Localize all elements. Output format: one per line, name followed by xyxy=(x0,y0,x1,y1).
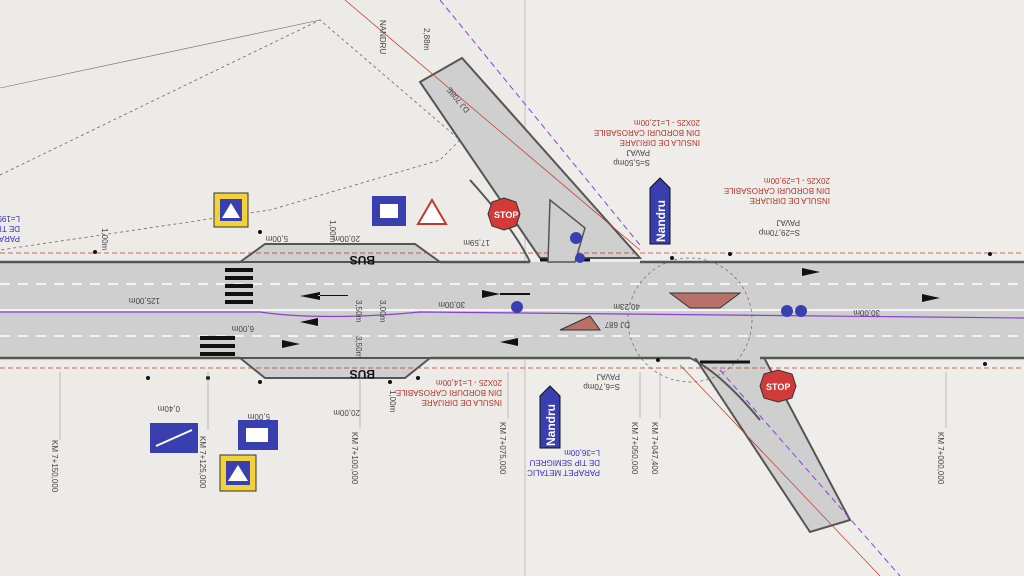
stop-sign-south xyxy=(759,369,797,403)
svg-text:PARAF: PARAF xyxy=(0,234,20,243)
bus-label-lower: BUS xyxy=(350,367,375,381)
property-line xyxy=(0,19,461,251)
svg-text:DIN BORDURI CAROSABILE: DIN BORDURI CAROSABILE xyxy=(724,186,830,195)
svg-text:DE TIP SEMIGREU: DE TIP SEMIGREU xyxy=(529,458,600,467)
annotation-pavaj-3: S=6,70mp PAVAJ xyxy=(583,372,620,391)
alignment-line xyxy=(0,311,1024,319)
alignment-south xyxy=(719,369,901,576)
pedestrian-sign-upper xyxy=(213,192,249,228)
svg-text:125,00m: 125,00m xyxy=(129,296,160,305)
annotation-island-right: INSULA DE DIRIJARE DIN BORDURI CAROSABIL… xyxy=(724,176,830,205)
svg-text:17,59m: 17,59m xyxy=(463,238,490,247)
island-right xyxy=(668,292,742,309)
svg-text:1,00m: 1,00m xyxy=(388,390,397,413)
warning-sign-upper xyxy=(416,198,448,225)
road-name-side: NANDRU xyxy=(378,20,387,54)
svg-text:DIN BORDURI CAROSABILE: DIN BORDURI CAROSABILE xyxy=(396,388,502,397)
annotation-pavaj-1: S=5,50mp PAVAJ xyxy=(613,148,650,167)
annotation-pavaj-2: S=29,70mp PAVAJ xyxy=(758,218,800,237)
svg-text:20X25 - L=29,00m: 20X25 - L=29,00m xyxy=(764,176,830,185)
bus-label-upper: BUS xyxy=(350,253,375,267)
crosswalk-upper xyxy=(225,268,253,304)
svg-text:30,00m: 30,00m xyxy=(438,300,465,309)
svg-text:KM 7+075,000: KM 7+075,000 xyxy=(498,422,507,475)
svg-text:KM 7+150,000: KM 7+150,000 xyxy=(50,440,59,493)
svg-text:5,00m: 5,00m xyxy=(247,412,270,421)
svg-text:3,50m: 3,50m xyxy=(354,336,363,359)
svg-text:DIN BORDURI CAROSABILE: DIN BORDURI CAROSABILE xyxy=(594,128,700,137)
svg-text:PAVAJ: PAVAJ xyxy=(626,148,650,157)
pedestrian-sign-lower xyxy=(219,454,257,492)
annotation-island-upper: INSULA DE DIRIJARE DIN BORDURI CAROSABIL… xyxy=(594,118,700,147)
svg-text:S=5,50mp: S=5,50mp xyxy=(613,158,650,167)
svg-text:20X25 - L=12,00m: 20X25 - L=12,00m xyxy=(634,118,700,127)
svg-text:PAVAJ: PAVAJ xyxy=(596,372,620,381)
dimension-labels: 125,00m 20,00m 5,00m 1,00m 30,00m 40,23m… xyxy=(100,28,880,421)
svg-text:INSULA DE DIRIJARE: INSULA DE DIRIJARE xyxy=(422,398,502,407)
svg-text:1,00m: 1,00m xyxy=(100,228,109,251)
svg-text:20,00m: 20,00m xyxy=(333,408,360,417)
lane-sign-lower xyxy=(150,423,198,453)
svg-text:INSULA DE DIRIJARE: INSULA DE DIRIJARE xyxy=(620,138,700,147)
direction-sign-upper-label: Nandru xyxy=(654,200,668,242)
svg-text:S=29,70mp: S=29,70mp xyxy=(758,228,800,237)
svg-text:6,00m: 6,00m xyxy=(231,324,254,333)
svg-text:KM 7+100,000: KM 7+100,000 xyxy=(350,432,359,485)
chainage-labels: KM 7+150,000 KM 7+125,000 KM 7+100,000 K… xyxy=(50,372,947,493)
svg-text:PARAPET METALIC: PARAPET METALIC xyxy=(527,468,600,477)
svg-text:L=195: L=195 xyxy=(0,214,20,223)
svg-text:KM 7+125,000: KM 7+125,000 xyxy=(198,436,207,489)
direction-sign-lower xyxy=(539,385,561,449)
direction-sign-lower-label: Nandru xyxy=(544,404,558,446)
stop-sign-north xyxy=(487,197,521,231)
svg-text:KM 7+047,400: KM 7+047,400 xyxy=(650,422,659,475)
svg-text:20X25 - L=14,00m: 20X25 - L=14,00m xyxy=(436,378,502,387)
row-line-south xyxy=(679,364,881,576)
island-north xyxy=(547,198,586,263)
svg-text:1,00m: 1,00m xyxy=(328,220,337,243)
lane-arrows xyxy=(282,268,940,348)
svg-text:DE TI: DE TI xyxy=(0,224,20,233)
bus-stop-sign-lower xyxy=(238,420,278,450)
svg-text:KM 7+000,000: KM 7+000,000 xyxy=(936,432,945,485)
alignment-north xyxy=(439,0,641,246)
svg-text:0,40m: 0,40m xyxy=(157,404,180,413)
row-line-north xyxy=(344,0,641,251)
svg-text:20,00m: 20,00m xyxy=(333,234,360,243)
direction-sign-upper xyxy=(649,177,671,245)
annotation-island-lower: INSULA DE DIRIJARE DIN BORDURI CAROSABIL… xyxy=(396,378,502,407)
annotation-parapet: PARAPET METALIC DE TIP SEMIGREU L=36,00m xyxy=(527,448,600,477)
crosswalk-lower xyxy=(200,336,235,356)
turn-arc-2 xyxy=(689,357,761,421)
svg-text:30,00m: 30,00m xyxy=(853,308,880,317)
mandatory-direction-markers xyxy=(511,232,807,317)
svg-text:PAVAJ: PAVAJ xyxy=(776,218,800,227)
bus-stop-sign-upper xyxy=(372,196,406,226)
turning-radius-circle xyxy=(627,257,753,383)
property-line-left xyxy=(0,19,321,89)
svg-text:3,50m: 3,50m xyxy=(354,300,363,323)
road-name-main: DJ 687 xyxy=(604,320,630,329)
island-lower xyxy=(559,315,601,331)
svg-text:L=36,00m: L=36,00m xyxy=(564,448,600,457)
svg-text:INSULA DE DIRIJARE: INSULA DE DIRIJARE xyxy=(750,196,830,205)
stop-sign-south-label: STOP xyxy=(766,382,790,392)
bus-bay-lower xyxy=(237,357,433,379)
svg-text:5,00m: 5,00m xyxy=(265,234,288,243)
svg-text:S=6,70mp: S=6,70mp xyxy=(583,382,620,391)
svg-text:2,88m: 2,88m xyxy=(422,28,431,51)
svg-text:KM 7+050,000: KM 7+050,000 xyxy=(630,422,639,475)
svg-text:40,23m: 40,23m xyxy=(613,302,640,311)
stop-sign-north-label: STOP xyxy=(494,210,518,220)
annotation-parapet-left: PARAF DE TI L=195 xyxy=(0,214,20,243)
svg-text:3,00m: 3,00m xyxy=(378,300,387,323)
